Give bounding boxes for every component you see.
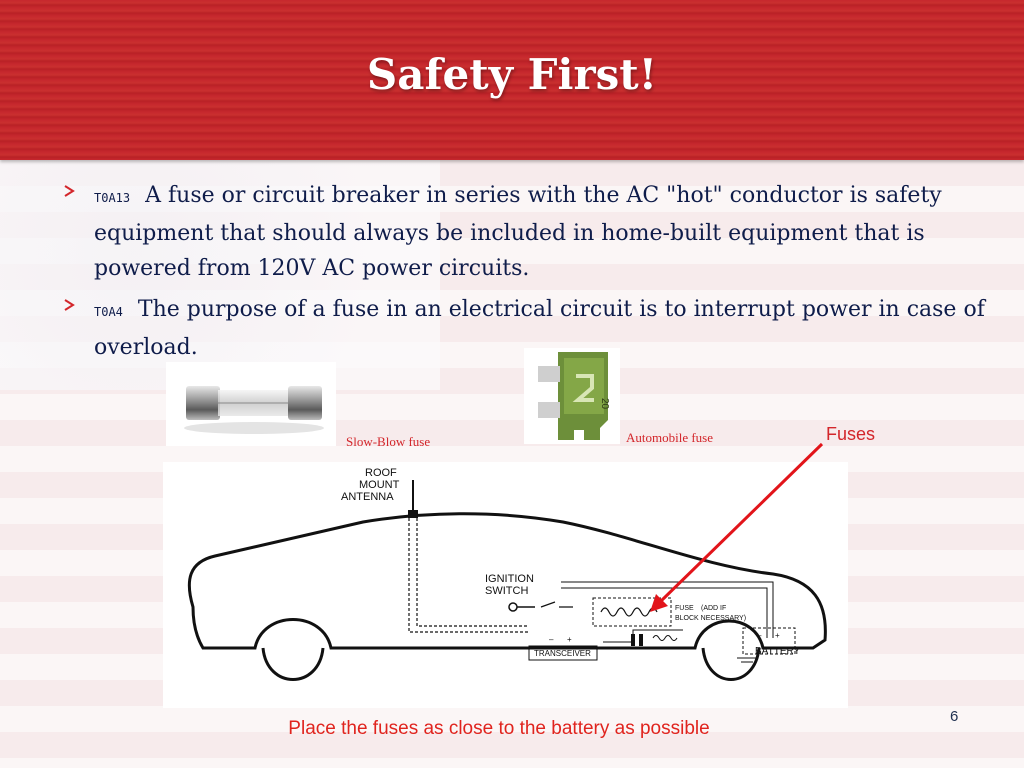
battery-label: BATTERY [755, 646, 801, 657]
automobile-caption: Automobile fuse [626, 430, 714, 445]
svg-text:+: + [567, 635, 572, 644]
fuse-rating-text: 20 [599, 398, 610, 410]
svg-text:–: – [549, 635, 554, 644]
arrow-bullet-icon [64, 185, 75, 197]
slow-blow-caption: Slow-Blow fuse [346, 434, 431, 449]
question-code: T0A13 [94, 191, 131, 205]
ignition-label-1: IGNITION [485, 573, 534, 585]
automobile-fuse-image: 20 [524, 348, 620, 444]
car-wiring-diagram: ROOF MOUNT ANTENNA IGNITION SWITCH FUSE … [163, 462, 848, 708]
page-number: 6 [950, 708, 959, 725]
antenna-label-1: ROOF [365, 467, 397, 479]
bullet-item: T0A4 The purpose of a fuse in an electri… [62, 292, 1002, 365]
antenna-label-2: MOUNT [359, 479, 400, 491]
arrow-bullet-icon [64, 299, 75, 311]
slow-blow-fuse-image [166, 362, 336, 446]
ignition-label-2: SWITCH [485, 585, 528, 597]
svg-text:–: – [757, 631, 762, 640]
background-canton [0, 160, 440, 390]
transceiver-label: TRANSCEIVER [534, 649, 591, 658]
svg-text:+: + [775, 631, 780, 640]
bullet-text: The purpose of a fuse in an electrical c… [94, 297, 985, 360]
block-necessary-label: BLOCK NECESSARY) [675, 615, 746, 622]
slide-title: Safety First! [366, 50, 658, 99]
title-banner: Safety First! [0, 0, 1024, 160]
question-code: T0A4 [94, 305, 123, 319]
fuse-label: FUSE [675, 605, 694, 612]
bullet-text: A fuse or circuit breaker in series with… [94, 183, 942, 281]
footer-note: Place the fuses as close to the battery … [288, 718, 710, 739]
bullet-item: T0A13 A fuse or circuit breaker in serie… [62, 178, 1002, 286]
fuses-label: Fuses [826, 424, 876, 444]
bullet-list: T0A13 A fuse or circuit breaker in serie… [62, 178, 1002, 371]
antenna-label-3: ANTENNA [341, 491, 394, 503]
add-if-label: (ADD IF [701, 605, 726, 612]
